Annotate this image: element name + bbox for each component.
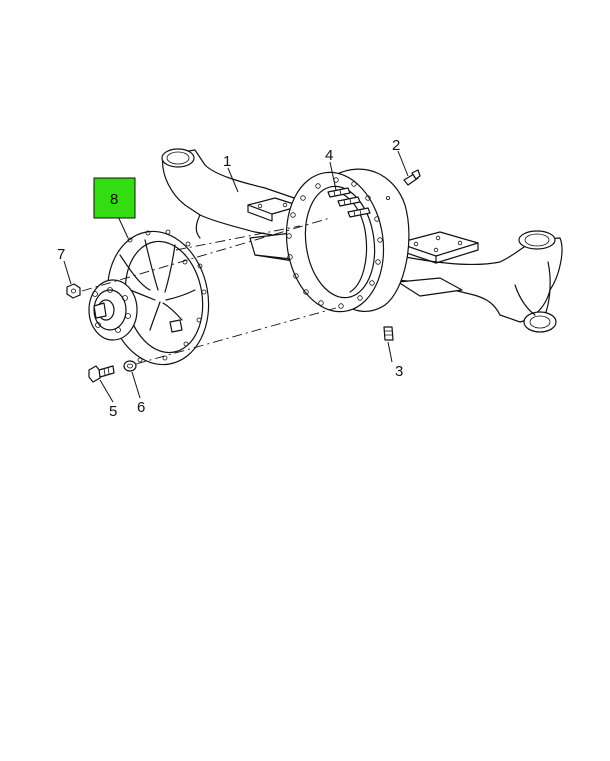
- flange-bolt-holes: [286, 177, 383, 309]
- callout-4: 4: [325, 147, 333, 164]
- callout-7: 7: [57, 246, 65, 263]
- callout-2: 2: [392, 137, 400, 154]
- housing-studs[interactable]: [327, 187, 371, 218]
- callout-5: 5: [109, 403, 117, 420]
- breather-vent[interactable]: [403, 169, 421, 186]
- callouts: 1 2 3 4 5 6 7: [57, 137, 403, 420]
- lock-washer[interactable]: [123, 360, 137, 372]
- callout-1: 1: [223, 153, 231, 170]
- callout-8: 8: [110, 191, 118, 208]
- axle-housing[interactable]: [161, 148, 563, 333]
- differential-carrier[interactable]: [88, 223, 219, 372]
- highlighted-callout-8[interactable]: 8: [93, 177, 136, 219]
- callout-6: 6: [137, 399, 145, 416]
- callout-3: 3: [395, 363, 403, 380]
- drain-plug[interactable]: [383, 326, 394, 341]
- carrier-bolt[interactable]: [88, 365, 115, 383]
- alignment-lines: [81, 217, 337, 365]
- carrier-nut[interactable]: [66, 283, 81, 299]
